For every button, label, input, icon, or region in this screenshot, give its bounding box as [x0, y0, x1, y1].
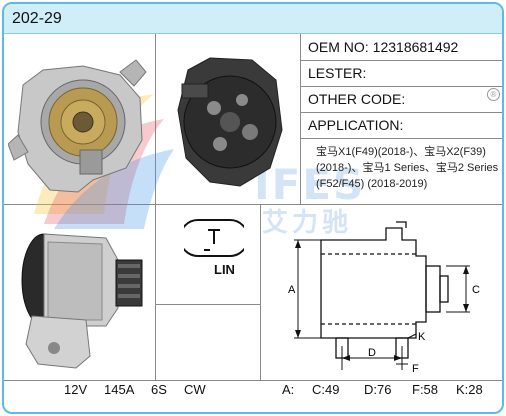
divider-connector-bottom — [155, 304, 260, 305]
divider-h-middle — [4, 204, 502, 205]
spec-voltage: 12V — [64, 382, 88, 397]
divider-h-bottom — [4, 380, 502, 381]
alternator-side-image — [21, 233, 143, 369]
dim-d-value: D:76 — [364, 382, 392, 397]
dim-label-a: A — [288, 284, 296, 296]
other-code-row: OTHER CODE: — [302, 86, 502, 112]
dim-label-k: K — [418, 331, 426, 343]
lester-label: LESTER: — [308, 65, 367, 81]
dim-k-value: K:28 — [456, 382, 483, 397]
dim-label-d: D — [368, 347, 376, 359]
alternator-front-image — [8, 59, 147, 193]
application-line: (F52/F45) (2018-2019) — [316, 178, 428, 190]
header-bar: 202-29 — [4, 4, 502, 34]
application-line: 宝马X1(F49)(2018-)、宝马X2(F39) — [316, 146, 486, 158]
divider-info-4 — [300, 138, 502, 139]
application-row: APPLICATION: — [302, 112, 502, 138]
dimension-values: A: C:49 D:76 F:58 K:28 — [260, 380, 502, 402]
electrical-specs: 12V 145A 6S CW — [4, 380, 258, 402]
divider-v-lower — [260, 204, 261, 380]
connector-plug-icon — [184, 219, 244, 257]
application-label: APPLICATION: — [308, 117, 404, 133]
application-line: (2018-)、宝马1 Series、宝马2 Series — [316, 162, 499, 174]
oem-row: OEM NO:12318681492 — [302, 34, 502, 60]
spec-amperage: 145A — [104, 382, 135, 397]
dim-label-c: C — [472, 284, 480, 296]
connector-label: LIN — [214, 262, 235, 277]
divider-v-right — [300, 34, 301, 204]
application-text: 宝马X1(F49)(2018-)、宝马X2(F39) (2018-)、宝马1 S… — [316, 144, 499, 192]
registered-mark: ® — [487, 88, 500, 101]
dim-c-value: C:49 — [312, 382, 340, 397]
alternator-rear-image — [177, 57, 283, 187]
divider-info-2 — [300, 86, 502, 87]
oem-value: 12318681492 — [372, 39, 459, 55]
lester-row: LESTER: — [302, 60, 502, 86]
spec-rotation: CW — [184, 382, 206, 397]
divider-info-3 — [300, 112, 502, 113]
spec-pulley: 6S — [151, 382, 167, 397]
divider-v-lower-left — [155, 204, 156, 380]
part-code: 202-29 — [12, 10, 62, 27]
oem-label: OEM NO: — [308, 39, 369, 55]
other-code-label: OTHER CODE: — [308, 91, 406, 107]
dim-a-value: A: — [282, 382, 295, 397]
dim-label-f: F — [412, 363, 419, 375]
dimension-drawing: A C D F K — [288, 221, 480, 375]
divider-info-1 — [300, 60, 502, 61]
dim-f-value: F:58 — [412, 382, 439, 397]
divider-v-left — [155, 34, 156, 204]
